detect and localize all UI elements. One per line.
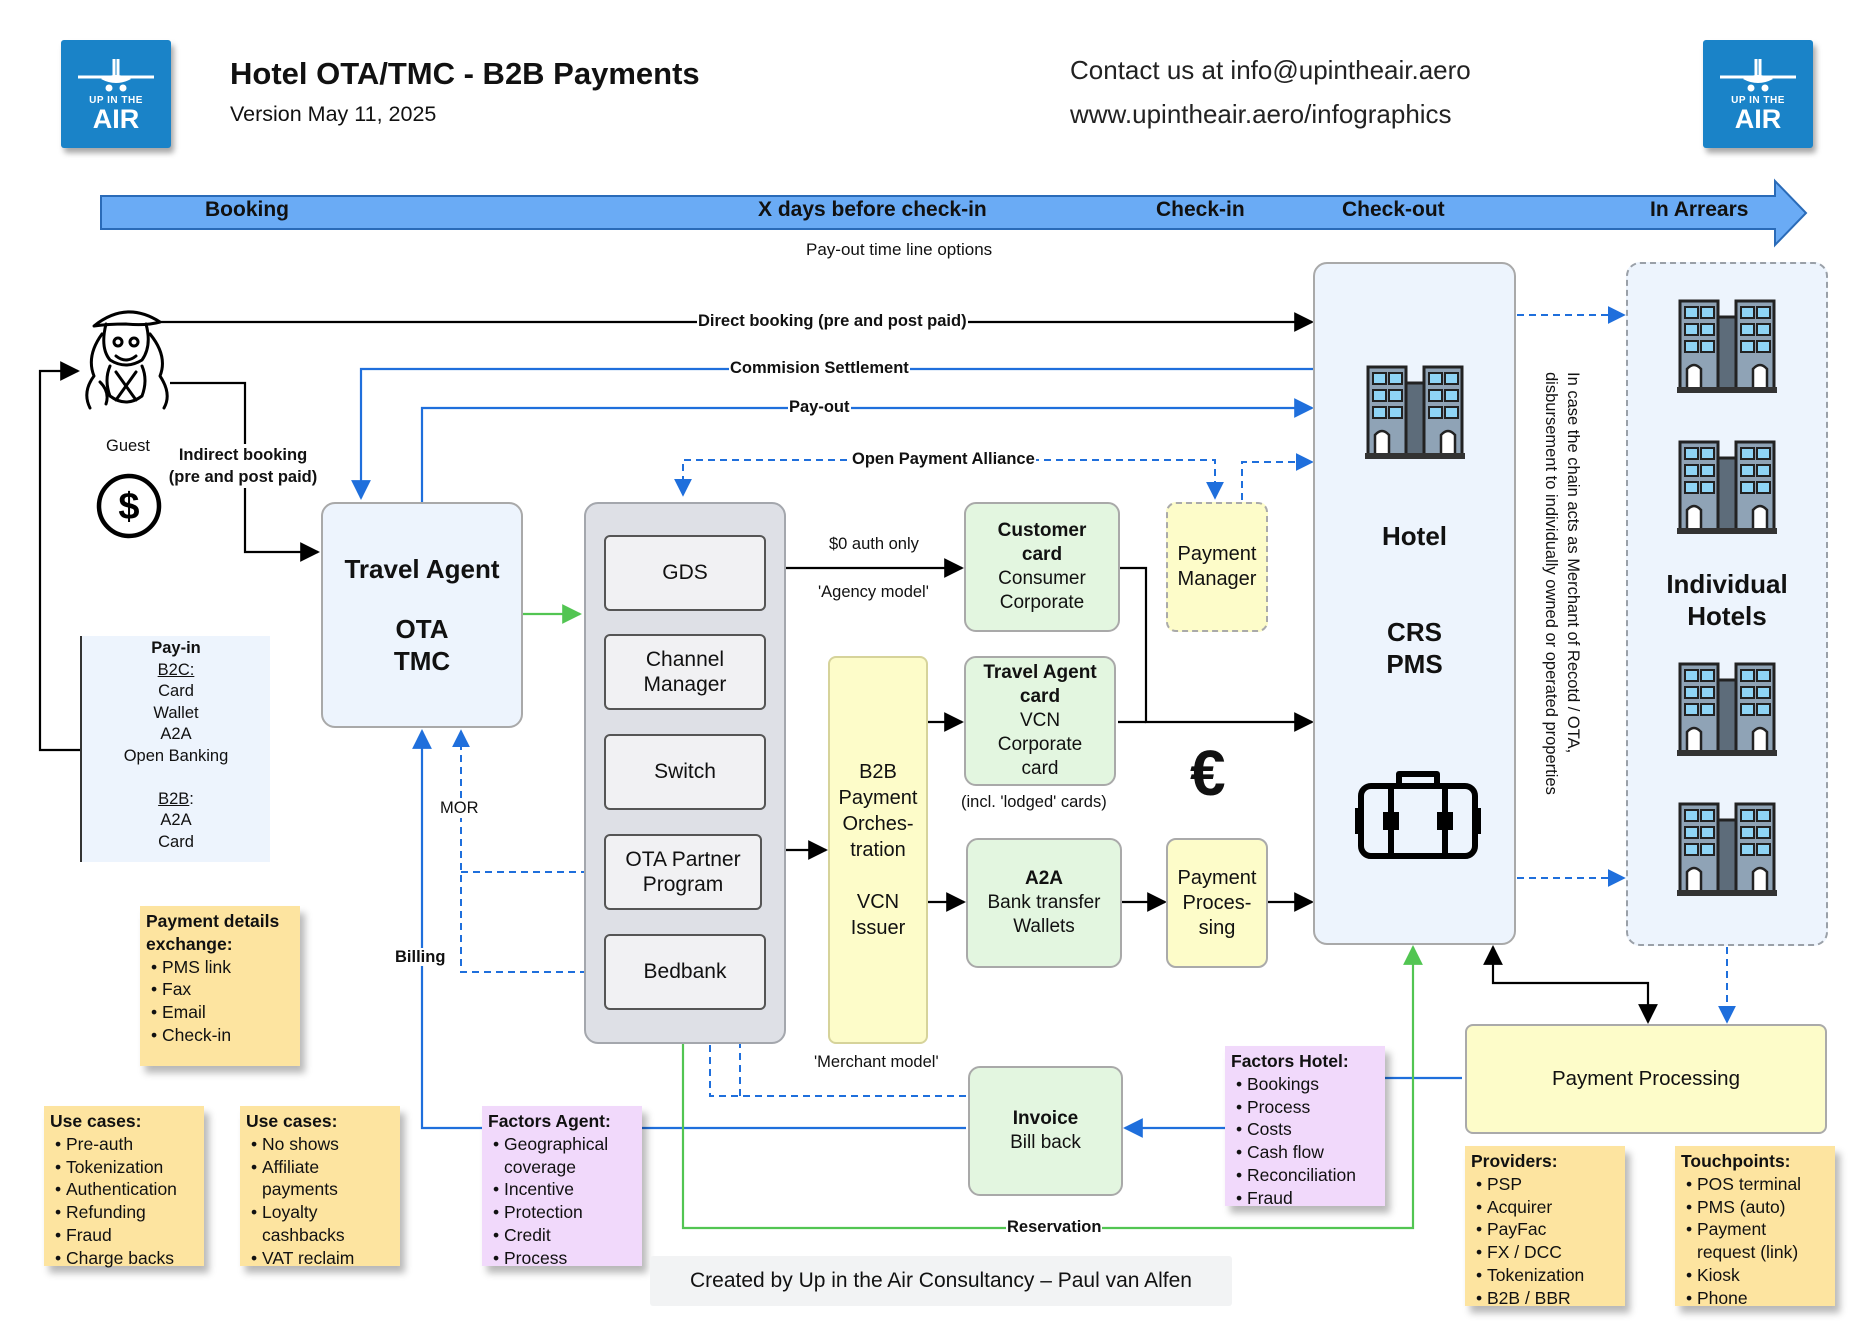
factors-hotel-note: Factors Hotel: Bookings Process Costs Ca… xyxy=(1225,1046,1385,1208)
euro-icon: € xyxy=(1190,737,1226,809)
payment-manager-box[interactable]: Payment Manager xyxy=(1166,502,1268,632)
hotel-box[interactable] xyxy=(1313,262,1516,945)
mor-dashed-arrow xyxy=(452,729,602,981)
logo-left: UP IN THE AIR xyxy=(61,40,171,148)
customer-card-title: Customer card xyxy=(997,520,1087,565)
use-cases-note-2: Use cases: No shows Affiliate payments L… xyxy=(240,1106,400,1268)
b2b-orchestration-box[interactable]: B2B Payment Orches-tration VCN Issuer xyxy=(828,656,928,1044)
guest-label: Guest xyxy=(106,437,151,455)
direct-booking-label: Direct booking (pre and post paid) xyxy=(697,312,968,330)
logo-right: UP IN THE AIR xyxy=(1703,40,1813,148)
suitcase-icon xyxy=(1355,771,1481,859)
payin-b2b-title: B2B xyxy=(158,789,190,808)
commission-settlement-arrow xyxy=(351,367,1315,500)
ota-partner-program-box[interactable]: OTA Partner Program xyxy=(604,834,762,910)
use-cases-note-1: Use cases: Pre-auth Tokenization Authent… xyxy=(44,1106,204,1268)
timeline-stage-x-days: X days before check-in xyxy=(758,198,987,221)
switch-box[interactable]: Switch xyxy=(604,734,766,810)
hotel-building-icon xyxy=(1677,802,1777,896)
footer-credit: Created by Up in the Air Consultancy – P… xyxy=(650,1256,1232,1306)
mor-label: MOR xyxy=(440,798,479,818)
a2a-title: A2A xyxy=(1024,868,1063,889)
version-text: Version May 11, 2025 xyxy=(230,102,437,126)
website-link[interactable]: www.upintheair.aero/infographics xyxy=(1070,99,1452,129)
airplane-icon xyxy=(78,59,154,92)
payout-arrow xyxy=(420,398,1314,502)
touchpoints-note: Touchpoints: POS terminal PMS (auto) Pay… xyxy=(1675,1146,1835,1308)
invoice-title: Invoice xyxy=(1012,1108,1079,1129)
contact-text: Contact us at info@upintheair.aero xyxy=(1070,55,1471,85)
svg-text:$: $ xyxy=(118,486,139,528)
timeline-stage-in-arrears: In Arrears xyxy=(1650,198,1749,221)
billing-arrow xyxy=(412,729,966,1130)
logo-small-text: UP IN THE xyxy=(1731,95,1785,106)
page-title: Hotel OTA/TMC - B2B Payments xyxy=(230,56,700,91)
travel-agent-card-box[interactable]: Travel Agent card VCN Corporate card xyxy=(964,656,1116,786)
reservation-label: Reservation xyxy=(1006,1218,1103,1236)
payin-b2c-title: B2C: xyxy=(157,660,195,679)
payin-box: Pay-in B2C: Card Wallet A2A Open Banking… xyxy=(80,636,270,862)
customer-card-box[interactable]: Customer card Consumer Corporate xyxy=(964,502,1120,632)
timeline-caption: Pay-out time line options xyxy=(806,240,993,259)
hotel-building-icon xyxy=(1677,299,1777,393)
travel-agent-title: Travel Agent xyxy=(344,554,500,584)
payin-title: Pay-in xyxy=(151,639,201,657)
lodged-cards-note: (incl. 'lodged' cards) xyxy=(961,793,1107,811)
timeline-stage-check-in: Check-in xyxy=(1156,198,1245,221)
billing-label: Billing xyxy=(394,948,447,966)
logo-small-text: UP IN THE xyxy=(89,95,143,106)
hotel-title: Hotel xyxy=(1382,521,1447,551)
a2a-box[interactable]: A2A Bank transfer Wallets xyxy=(966,838,1122,968)
timeline-stage-booking: Booking xyxy=(205,198,289,221)
payment-processing-small-box[interactable]: Payment Proces-sing xyxy=(1166,838,1268,968)
invoice-box[interactable]: Invoice Bill back xyxy=(968,1066,1123,1196)
bedbank-box[interactable]: Bedbank xyxy=(604,934,766,1010)
merchant-model-label: 'Merchant model' xyxy=(814,1053,939,1071)
open-payment-alliance-label: Open Payment Alliance xyxy=(851,450,1036,468)
payout-label: Pay-out xyxy=(788,398,851,416)
agency-model-label: 'Agency model' xyxy=(818,583,929,601)
hotel-building-icon xyxy=(1365,365,1465,459)
vcn-issuer-label: VCN Issuer xyxy=(850,891,906,939)
payin-to-guest-arrow xyxy=(38,361,80,752)
individual-hotels-label: Individual Hotels xyxy=(1666,569,1788,631)
travel-agent-box[interactable]: Travel Agent OTA TMC xyxy=(321,502,523,728)
hotel-pms: PMS xyxy=(1386,649,1443,679)
payment-processing-box[interactable]: Payment Processing xyxy=(1465,1024,1827,1134)
hotel-crs: CRS xyxy=(1387,617,1442,647)
gds-box[interactable]: GDS xyxy=(604,535,766,611)
hotel-payment-processing-arrow xyxy=(1483,945,1658,1024)
timeline-stage-check-out: Check-out xyxy=(1342,198,1445,221)
travel-agent-ota: OTA xyxy=(395,614,449,644)
travel-agent-tmc: TMC xyxy=(393,646,451,676)
channel-manager-box[interactable]: Channel Manager xyxy=(604,634,766,710)
hotel-building-icon xyxy=(1677,662,1777,756)
dollar-icon: $ xyxy=(96,473,162,539)
timeline-arrow xyxy=(100,178,1808,248)
travel-agent-card-title: Travel Agent card xyxy=(983,662,1097,707)
factors-agent-note: Factors Agent: Geographical coverage Inc… xyxy=(482,1106,642,1268)
logo-big-text: AIR xyxy=(1734,104,1782,134)
auth-only-label: $0 auth only xyxy=(829,535,919,553)
payment-manager-to-hotel xyxy=(1241,453,1314,500)
indirect-booking-label: Indirect booking (pre and post paid) xyxy=(162,444,324,488)
commission-settlement-label: Commision Settlement xyxy=(729,359,910,377)
hotel-building-icon xyxy=(1677,440,1777,534)
payment-details-note: Payment details exchange: PMS link Fax E… xyxy=(140,906,300,1066)
b2b-orchestration-title: B2B Payment Orches-tration xyxy=(838,761,918,861)
traveler-icon xyxy=(85,310,169,410)
providers-note: Providers: PSP Acquirer PayFac FX / DCC … xyxy=(1465,1146,1625,1308)
airplane-icon xyxy=(1720,59,1796,92)
logo-big-text: AIR xyxy=(92,104,140,134)
customer-card-to-hotel xyxy=(1120,566,1314,732)
